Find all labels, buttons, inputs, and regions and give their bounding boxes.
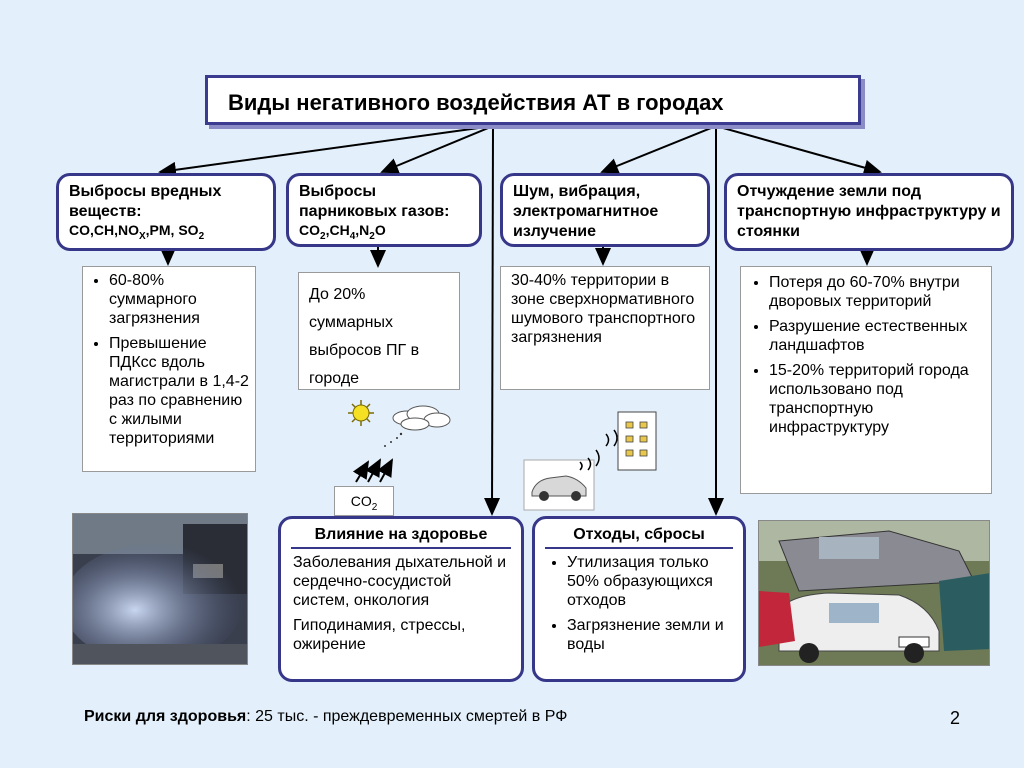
category-greenhouse-head: Выбросы парниковых газов:: [299, 183, 450, 220]
waste-head: Отходы, сбросы: [545, 519, 733, 549]
waste-item: Загрязнение земли и воды: [567, 616, 733, 654]
footer-bold: Риски для здоровья: [84, 708, 247, 725]
category-land: Отчуждение земли под транспортную инфрас…: [724, 173, 1014, 251]
health-box: Влияние на здоровье Заболевания дыхатель…: [278, 516, 524, 682]
health-head: Влияние на здоровье: [291, 519, 511, 549]
co2-box: CO2: [334, 486, 394, 516]
category-land-head: Отчуждение земли под транспортную инфрас…: [737, 183, 1001, 240]
detail-noise: 30-40% территории в зоне сверхнормативно…: [500, 266, 710, 390]
category-greenhouse-formula: CO2,CH4,N2O: [299, 222, 386, 242]
category-emissions-head: Выбросы вредных веществ:: [69, 183, 222, 220]
page-number: 2: [950, 708, 961, 728]
footer-note: Риски для здоровья: 25 тыс. - преждеврем…: [84, 708, 567, 726]
detail-land-item: Потеря до 60-70% внутри дворовых террито…: [769, 273, 983, 311]
footer-rest: : 25 тыс. - преждевременных смертей в РФ: [246, 708, 568, 725]
detail-emissions: 60-80% суммарного загрязнения Превышение…: [82, 266, 256, 472]
waste-item: Утилизация только 50% образующихся отход…: [567, 553, 733, 610]
diagram-title-box: Виды негативного воздействия АТ в города…: [205, 75, 861, 125]
health-item: Гиподинамия, стрессы, ожирение: [293, 617, 466, 653]
detail-land-item: 15-20% территорий города использовано по…: [769, 361, 983, 437]
detail-emissions-item: 60-80% суммарного загрязнения: [109, 271, 249, 328]
sun-clouds-icon: [348, 400, 451, 447]
waste-box: Отходы, сбросы Утилизация только 50% обр…: [532, 516, 746, 682]
health-item: Заболевания дыхательной и сердечно-сосуд…: [293, 554, 507, 609]
category-greenhouse: Выбросы парниковых газов: CO2,CH4,N2O: [286, 173, 482, 247]
detail-greenhouse: До 20% суммарных выбросов ПГ в городе: [298, 272, 460, 390]
waste-body: Утилизация только 50% образующихся отход…: [535, 549, 743, 654]
health-body: Заболевания дыхательной и сердечно-сосуд…: [281, 549, 521, 658]
car-noise-icon: [523, 411, 657, 511]
junk-cars-photo: [758, 520, 990, 666]
category-noise-head: Шум, вибрация, электромагнитное излучени…: [513, 183, 659, 240]
category-emissions: Выбросы вредных веществ: CO,CH,NOX,PM, S…: [56, 173, 276, 251]
diagram-title: Виды негативного воздействия АТ в города…: [228, 90, 724, 115]
detail-land: Потеря до 60-70% внутри дворовых террито…: [740, 266, 992, 494]
category-emissions-formula: CO,CH,NOX,PM, SO2: [69, 222, 205, 242]
detail-land-item: Разрушение естественных ландшафтов: [769, 317, 983, 355]
exhaust-smoke-photo: [72, 513, 248, 665]
co2-label: CO2: [350, 493, 378, 513]
detail-noise-text: 30-40% территории в зоне сверхнормативно…: [511, 272, 696, 346]
detail-emissions-item: Превышение ПДКсс вдоль магистрали в 1,4-…: [109, 334, 249, 448]
category-noise: Шум, вибрация, электромагнитное излучени…: [500, 173, 710, 247]
detail-greenhouse-text: До 20% суммарных выбросов ПГ в городе: [309, 286, 420, 387]
